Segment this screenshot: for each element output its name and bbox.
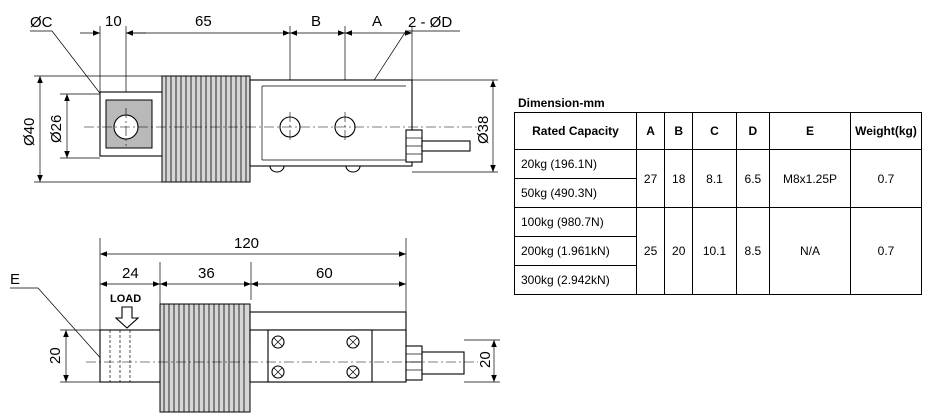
header-d: D bbox=[735, 112, 771, 150]
header-weight: Weight(kg) bbox=[850, 112, 922, 150]
cable bbox=[421, 140, 471, 152]
cell-b: 18 bbox=[664, 149, 694, 208]
capacity-cell: 300kg (2.942kN) bbox=[514, 265, 637, 295]
dim-65-label: 65 bbox=[195, 13, 212, 30]
dim-36-label: 36 bbox=[198, 265, 215, 282]
header-capacity: Rated Capacity bbox=[514, 112, 637, 150]
load-label: LOAD bbox=[110, 293, 141, 305]
dia-40-label: Ø40 bbox=[21, 118, 38, 146]
dim-24-label: 24 bbox=[122, 265, 139, 282]
cell-d: 6.5 bbox=[735, 149, 771, 208]
cable-side bbox=[421, 351, 465, 375]
dia-38-label: Ø38 bbox=[475, 116, 492, 144]
dim-120-label: 120 bbox=[234, 235, 259, 252]
table-row: 300kg (2.942kN) bbox=[514, 265, 922, 295]
dim-10-label: 10 bbox=[105, 13, 122, 30]
dia-26-label: Ø26 bbox=[48, 115, 65, 143]
holes-d-label: 2 - ØD bbox=[408, 14, 452, 31]
header-a: A bbox=[635, 112, 666, 150]
header-e: E bbox=[769, 112, 851, 150]
cell-weight: 0.7 bbox=[850, 207, 922, 295]
side-view: 120 24 36 60 LOAD E bbox=[10, 235, 500, 413]
dim-60-label: 60 bbox=[316, 265, 333, 282]
cell-c: 10.1 bbox=[692, 207, 737, 295]
table-row: 20kg (196.1N) 27 18 8.1 6.5 M8x1.25P 0.7 bbox=[514, 149, 922, 208]
capacity-cell: 50kg (490.3N) bbox=[514, 178, 637, 208]
dim-b-label: B bbox=[311, 13, 321, 30]
load-arrow-icon bbox=[114, 306, 140, 329]
thread-e-label: E bbox=[10, 271, 20, 288]
cell-weight: 0.7 bbox=[850, 149, 922, 208]
top-view: 10 65 B A ØC 2 - ØD bbox=[21, 13, 498, 183]
left-mount-block-side bbox=[99, 329, 163, 383]
dim-a-label: A bbox=[372, 13, 382, 30]
table-header-row: Rated Capacity A B C D E Weight(kg) bbox=[514, 112, 922, 150]
cell-a: 25 bbox=[635, 207, 666, 295]
sensor-body bbox=[249, 79, 413, 167]
capacity-cell: 20kg (196.1N) bbox=[514, 149, 637, 179]
cell-a: 27 bbox=[635, 149, 666, 208]
table-row: 200kg (1.961kN) bbox=[514, 236, 922, 266]
capacity-cell: 100kg (980.7N) bbox=[514, 207, 637, 237]
header-b: B bbox=[664, 112, 694, 150]
dimension-table: Rated Capacity A B C D E Weight(kg) 20kg… bbox=[514, 112, 922, 295]
height-left-label: 20 bbox=[47, 347, 64, 364]
header-c: C bbox=[692, 112, 737, 150]
cell-e: M8x1.25P bbox=[769, 149, 851, 208]
capacity-cell: 200kg (1.961kN) bbox=[514, 236, 637, 266]
hole-c-label: ØC bbox=[30, 14, 53, 31]
cell-b: 20 bbox=[664, 207, 694, 295]
table-row: 100kg (980.7N) 25 20 10.1 8.5 N/A 0.7 bbox=[514, 207, 922, 295]
bellows-side bbox=[159, 303, 251, 413]
table-title: Dimension-mm bbox=[518, 96, 605, 110]
table-row: 50kg (490.3N) bbox=[514, 178, 922, 208]
cell-e: N/A bbox=[769, 207, 851, 295]
cell-d: 8.5 bbox=[735, 207, 771, 295]
height-right-label: 20 bbox=[477, 351, 494, 368]
screw-icon bbox=[271, 335, 360, 379]
cell-c: 8.1 bbox=[692, 149, 737, 208]
